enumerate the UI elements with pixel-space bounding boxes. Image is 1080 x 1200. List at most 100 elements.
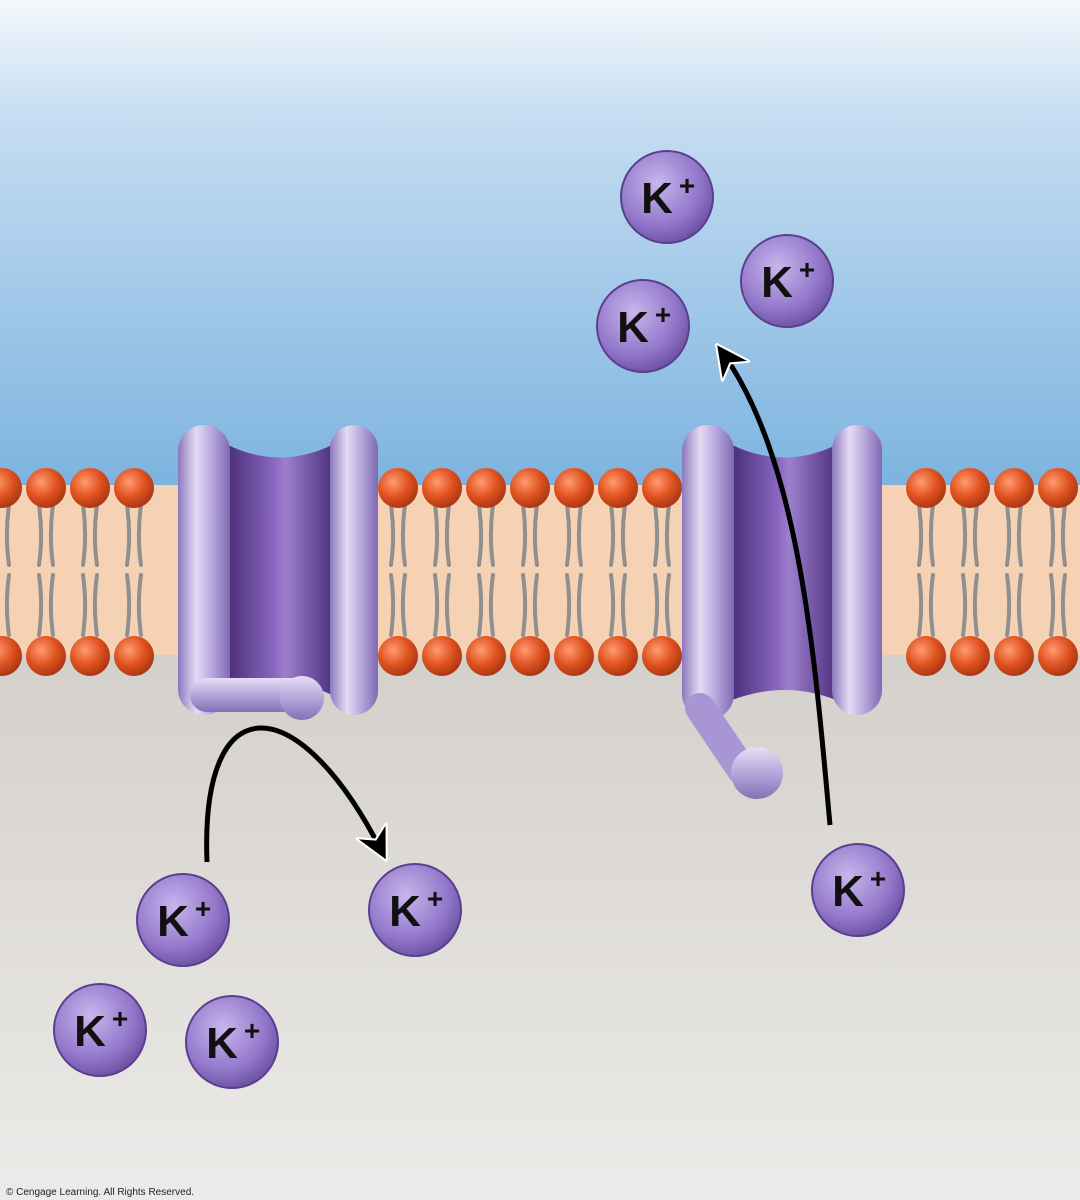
phospholipid-tail	[653, 573, 660, 637]
ion-charge: +	[679, 170, 695, 201]
phospholipid-head	[950, 636, 990, 676]
phospholipid-tail	[488, 573, 495, 637]
phospholipid-tail	[389, 573, 396, 637]
phospholipid-tails	[4, 503, 1067, 637]
phospholipid-tail	[444, 503, 451, 567]
phospholipid-head	[26, 468, 66, 508]
channel-subunit-right	[330, 425, 378, 715]
potassium-ion: K+	[136, 873, 230, 967]
channel-subunit-left	[682, 425, 734, 720]
ion-symbol: K	[206, 1019, 238, 1068]
phospholipid-tail	[125, 573, 132, 637]
phospholipid-head	[422, 636, 462, 676]
channel-subunit-right	[832, 425, 882, 715]
ion-sphere	[811, 843, 905, 937]
phospholipid-tail	[609, 573, 616, 637]
channel-pore	[732, 445, 836, 700]
ion-symbol: K	[389, 887, 421, 936]
closed-channel	[178, 425, 378, 720]
copyright-credit: © Cengage Learning. All Rights Reserved.	[6, 1187, 194, 1198]
phospholipid-heads-outer	[0, 468, 1078, 508]
phospholipid-tail	[92, 573, 99, 637]
phospholipid-tail	[48, 573, 55, 637]
phospholipid-head	[950, 468, 990, 508]
phospholipid-tail	[521, 573, 528, 637]
ion-symbol: K	[157, 897, 189, 946]
phospholipid-head	[906, 468, 946, 508]
phospholipid-tail	[92, 503, 99, 567]
phospholipid-head	[642, 468, 682, 508]
extracellular-space	[0, 0, 1080, 490]
phospholipid-tail	[136, 503, 143, 567]
potassium-ion: K+	[811, 843, 905, 937]
phospholipid-tail	[917, 503, 924, 567]
phospholipid-tail	[1049, 503, 1056, 567]
blocked-flow-arrow	[204, 725, 382, 862]
phospholipid-tail	[620, 503, 627, 567]
phospholipid-tail	[1049, 573, 1056, 637]
phospholipid-tail	[664, 503, 671, 567]
phospholipid-tail	[81, 503, 88, 567]
ion-sphere	[136, 873, 230, 967]
phospholipid-tail	[972, 503, 979, 567]
phospholipid-tail	[4, 573, 11, 637]
phospholipid-tail	[37, 503, 44, 567]
phospholipid-tail	[1016, 573, 1023, 637]
phospholipid-tail	[1060, 573, 1067, 637]
potassium-ion: K+	[740, 234, 834, 328]
phospholipid-tail	[400, 573, 407, 637]
ion-sphere	[368, 863, 462, 957]
phospholipid-tail	[576, 503, 583, 567]
phospholipid-tail	[477, 573, 484, 637]
phospholipid-tail	[917, 573, 924, 637]
phospholipid-tail	[48, 503, 55, 567]
inactivation-gate	[190, 678, 310, 712]
potassium-ions: K+K+K+K+K+K+K+K+	[53, 150, 905, 1089]
potassium-ion: K+	[368, 863, 462, 957]
phospholipid-head	[114, 636, 154, 676]
phospholipid-tail	[1016, 503, 1023, 567]
phospholipid-head	[510, 468, 550, 508]
phospholipid-head	[26, 636, 66, 676]
ion-sphere	[620, 150, 714, 244]
ion-symbol: K	[641, 174, 673, 223]
phospholipid-tail	[928, 573, 935, 637]
phospholipid-tail	[521, 503, 528, 567]
phospholipid-head	[598, 468, 638, 508]
ion-sphere	[596, 279, 690, 373]
phospholipid-tail	[444, 573, 451, 637]
phospholipid-head	[466, 636, 506, 676]
ion-charge: +	[195, 893, 211, 924]
ion-charge: +	[112, 1003, 128, 1034]
phospholipid-tail	[37, 573, 44, 637]
phospholipid-head	[378, 468, 418, 508]
phospholipid-head	[70, 468, 110, 508]
phospholipid-tail	[488, 503, 495, 567]
ion-charge: +	[799, 254, 815, 285]
efflux-arrow	[722, 352, 833, 826]
phospholipid-tail	[664, 573, 671, 637]
ion-sphere	[53, 983, 147, 1077]
phospholipid-tail	[532, 503, 539, 567]
phospholipid-tail	[972, 573, 979, 637]
phospholipid-tail	[433, 503, 440, 567]
ion-symbol: K	[832, 867, 864, 916]
ion-charge: +	[244, 1015, 260, 1046]
phospholipid-tail	[961, 573, 968, 637]
inactivation-gate-ball	[731, 747, 783, 799]
phospholipid-tail	[653, 503, 660, 567]
phospholipid-head	[554, 636, 594, 676]
phospholipid-head	[598, 636, 638, 676]
ion-charge: +	[427, 883, 443, 914]
phospholipid-tail	[565, 573, 572, 637]
ion-symbol: K	[761, 258, 793, 307]
phospholipid-tail	[477, 503, 484, 567]
channel-pore	[228, 445, 332, 695]
phospholipid-head	[0, 468, 22, 508]
phospholipid-tail	[1005, 573, 1012, 637]
channel-subunit-left	[178, 425, 230, 715]
phospholipid-tail	[433, 573, 440, 637]
phospholipid-head	[994, 636, 1034, 676]
potassium-ion: K+	[53, 983, 147, 1077]
phospholipid-head	[1038, 468, 1078, 508]
